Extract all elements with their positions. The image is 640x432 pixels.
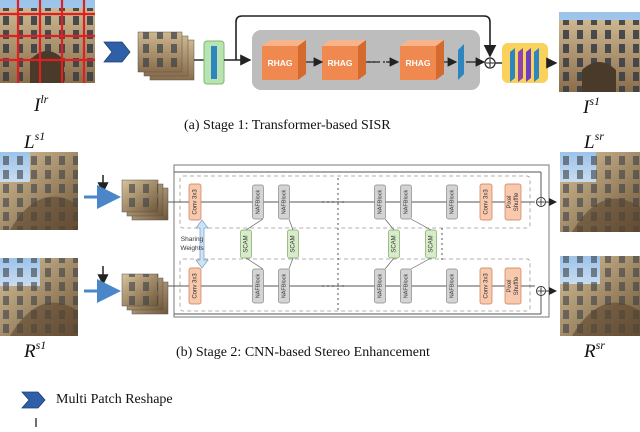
svg-text:NAFBlock: NAFBlock xyxy=(449,190,455,215)
input-lr-image xyxy=(0,0,95,83)
nafblock: NAFBlock xyxy=(400,268,412,304)
svg-text:NAFBlock: NAFBlock xyxy=(281,190,287,215)
sharing-weights-text: Weights xyxy=(180,245,204,252)
conv3x3-out-block: Conv 3x3 xyxy=(479,183,493,221)
rhag-block: RHAG xyxy=(400,40,444,80)
left-sr-image xyxy=(560,152,640,232)
nafblock: NAFBlock xyxy=(400,184,412,220)
nafblock: NAFBlock xyxy=(374,184,386,220)
nafblock: NAFBlock xyxy=(446,184,458,220)
svg-text:NAFBlock: NAFBlock xyxy=(403,274,409,299)
rhag-label: RHAG xyxy=(405,58,430,68)
shallow-conv-block xyxy=(203,40,225,85)
left-output-label: Lsr xyxy=(584,129,604,153)
scam-block: SCAM xyxy=(425,229,437,259)
stage1-caption: (a) Stage 1: Transformer-based SISR xyxy=(184,118,391,133)
svg-text:NAFBlock: NAFBlock xyxy=(255,274,261,299)
residual-add-node xyxy=(484,57,496,69)
patch-stack-stage1 xyxy=(137,31,195,81)
stage2-network-frame xyxy=(173,164,550,318)
svg-text:Shuffle: Shuffle xyxy=(514,276,520,295)
left-view-image xyxy=(0,152,78,230)
svg-text:SCAM: SCAM xyxy=(392,235,398,252)
svg-text:NAFBlock: NAFBlock xyxy=(403,190,409,215)
rhag-label: RHAG xyxy=(267,58,292,68)
svg-text:Conv 3x3: Conv 3x3 xyxy=(193,189,199,215)
nafblock: NAFBlock xyxy=(278,268,290,304)
rhag-block: RHAG xyxy=(322,40,366,80)
svg-text:Conv 3x3: Conv 3x3 xyxy=(484,189,490,215)
stage2-add-nodes xyxy=(536,197,546,296)
svg-text:SCAM: SCAM xyxy=(291,235,297,252)
svg-text:NAFBlock: NAFBlock xyxy=(255,190,261,215)
conv-bar xyxy=(458,44,464,80)
svg-text:Pixel: Pixel xyxy=(507,195,513,208)
right-view-image xyxy=(0,258,78,336)
nafblock: NAFBlock xyxy=(446,268,458,304)
svg-text:SCAM: SCAM xyxy=(244,235,250,252)
right-sr-image xyxy=(560,256,640,336)
svg-text:NAFBlock: NAFBlock xyxy=(281,274,287,299)
conv3x3-out-block: Conv 3x3 xyxy=(479,267,493,305)
rhag-label: RHAG xyxy=(327,58,352,68)
scam-block: SCAM xyxy=(287,229,299,259)
patch-stack-left xyxy=(121,179,169,221)
scam-block: SCAM xyxy=(240,229,252,259)
svg-text:NAFBlock: NAFBlock xyxy=(377,190,383,215)
conv3x3-in-block: Conv 3x3 xyxy=(188,267,202,305)
conv3x3-in-block: Conv 3x3 xyxy=(188,183,202,221)
right-input-label: Rs1 xyxy=(24,338,47,362)
svg-text:NAFBlock: NAFBlock xyxy=(449,274,455,299)
output-s1-image xyxy=(559,12,640,92)
scam-block: SCAM xyxy=(388,229,400,259)
nafblock: NAFBlock xyxy=(252,184,264,220)
rhag-blocks: RHAG RHAG RHAG xyxy=(262,40,486,80)
svg-text:NAFBlock: NAFBlock xyxy=(377,274,383,299)
svg-text:Shuffle: Shuffle xyxy=(514,192,520,211)
svg-text:Pixel: Pixel xyxy=(507,279,513,292)
chevron-arrow-icon xyxy=(103,41,131,63)
output-s1-label: Is1 xyxy=(583,94,600,118)
sharing-weights-arrow-icon xyxy=(195,219,209,269)
svg-text:Conv 3x3: Conv 3x3 xyxy=(484,273,490,299)
svg-text:SCAM: SCAM xyxy=(429,235,435,252)
right-output-label: Rsr xyxy=(584,338,605,362)
left-input-label: Ls1 xyxy=(24,129,46,153)
patch-stack-right xyxy=(121,273,169,315)
svg-text:Conv 3x3: Conv 3x3 xyxy=(193,273,199,299)
sharing-weights-text: Sharing xyxy=(181,236,204,243)
legend-chevron-icon xyxy=(21,391,46,409)
nafblock: NAFBlock xyxy=(278,184,290,220)
nafblock: NAFBlock xyxy=(252,268,264,304)
rhag-block: RHAG xyxy=(262,40,306,80)
nafblock: NAFBlock xyxy=(374,268,386,304)
input-lr-label: Ilr xyxy=(34,92,49,116)
stage2-caption: (b) Stage 2: CNN-based Stereo Enhancemen… xyxy=(176,345,430,360)
legend-reshape-text: Multi Patch Reshape xyxy=(56,392,173,407)
upsampler-block xyxy=(502,43,548,83)
